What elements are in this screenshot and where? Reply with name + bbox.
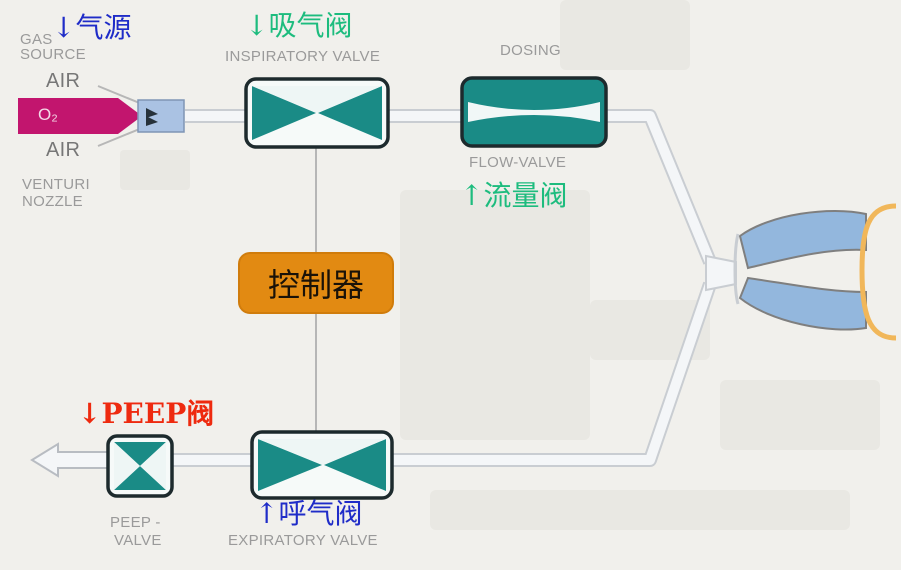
peep-valve-label-line2: VALVE xyxy=(114,532,162,549)
inspiratory-valve-label: INSPIRATORY VALVE xyxy=(225,48,381,65)
patient-lungs xyxy=(733,203,897,341)
venturi-label-line2: NOZZLE xyxy=(22,193,83,210)
controller-label: 控制器 xyxy=(267,266,364,304)
peep-valve xyxy=(106,434,174,498)
venturi-arrow-top xyxy=(146,108,158,118)
dosing-label: DOSING xyxy=(500,42,561,59)
air-label-bottom: AIR xyxy=(46,139,81,161)
gas-source-label-line2: SOURCE xyxy=(20,46,86,63)
gas-source-label-line1: GAS xyxy=(20,31,53,48)
flow-valve-label: FLOW-VALVE xyxy=(469,154,567,171)
peep-valve-label-line1: PEEP - xyxy=(110,514,161,531)
air-label-top: AIR xyxy=(46,70,81,92)
air-inlet-bottom xyxy=(97,127,143,147)
flow-valve-annotation: ↑流量阀 xyxy=(460,179,568,212)
o2-inlet xyxy=(18,98,142,134)
dosing-flow-valve xyxy=(460,76,608,148)
expiratory-valve-annotation: ↑呼气阀 xyxy=(255,497,363,530)
y-piece xyxy=(705,254,737,292)
inspiratory-valve-annotation: ↓吸气阀 xyxy=(245,9,353,42)
inspiratory-valve xyxy=(244,77,390,149)
controller-box: 控制器 xyxy=(238,252,394,314)
gas-source-annotation: ↓气源 xyxy=(52,11,132,44)
venturi-nozzle xyxy=(137,99,185,133)
venturi-arrow-bottom xyxy=(146,116,158,126)
venturi-label-line1: VENTURI xyxy=(22,176,90,193)
expiratory-valve xyxy=(250,430,394,500)
air-inlet-top xyxy=(97,85,143,105)
o2-label: O₂ xyxy=(38,105,58,124)
peep-valve-annotation: ↓PEEP阀 xyxy=(78,397,215,430)
exhaust-arrow xyxy=(30,442,111,478)
expiratory-valve-label: EXPIRATORY VALVE xyxy=(228,532,378,549)
background-patches xyxy=(120,0,880,530)
